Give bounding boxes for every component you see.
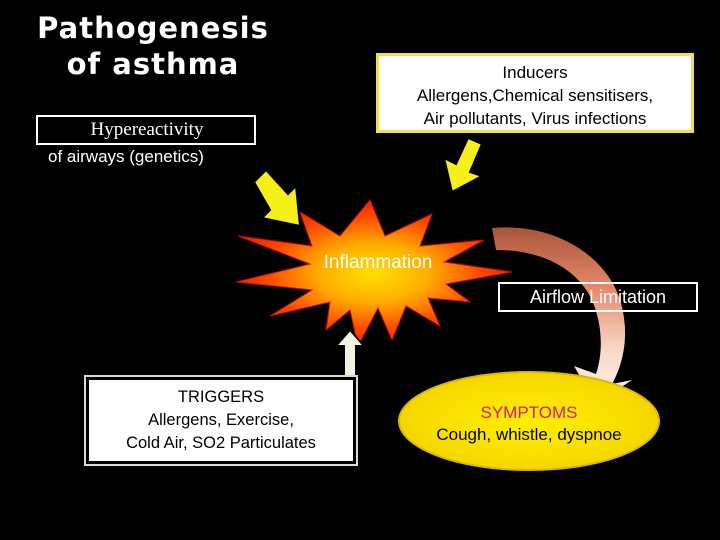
page-title: Pathogenesis of asthma: [28, 10, 278, 82]
hyperreactivity-subtitle: of airways (genetics): [48, 147, 204, 166]
title-line-2: of asthma: [66, 47, 240, 81]
inflammation-label: Inflammation: [323, 252, 433, 273]
hyperreactivity-box: [36, 115, 256, 145]
symptoms-line-1: Cough, whistle, dyspnoe: [436, 425, 622, 444]
triggers-line-2: Cold Air, SO2 Particulates: [126, 434, 316, 452]
arrow-hyperreactivity: [252, 168, 302, 228]
symptoms-ellipse: SYMPTOMS Cough, whistle, dyspnoe: [398, 371, 660, 471]
triggers-box: TRIGGERS Allergens, Exercise, Cold Air, …: [86, 377, 356, 464]
inducers-line-2: Air pollutants, Virus infections: [423, 109, 647, 128]
airflow-limitation-box: Airflow Limitation: [498, 282, 698, 312]
inducers-box: Inducers Allergens,Chemical sensitisers,…: [376, 53, 694, 133]
inducers-title: Inducers: [502, 63, 568, 82]
arrow-inducers: [442, 136, 485, 194]
arrow-triggers: [333, 328, 367, 377]
inflammation-starburst: [235, 199, 513, 348]
curved-arrow-to-symptoms: [492, 227, 632, 404]
triggers-line-1: Allergens, Exercise,: [148, 411, 294, 429]
inducers-line-1: Allergens,Chemical sensitisers,: [416, 86, 654, 105]
triggers-title: TRIGGERS: [177, 388, 265, 406]
hyperreactivity-title: Hypereactivity: [90, 119, 204, 140]
title-line-1: Pathogenesis: [37, 11, 269, 45]
symptoms-title: SYMPTOMS: [480, 403, 578, 422]
